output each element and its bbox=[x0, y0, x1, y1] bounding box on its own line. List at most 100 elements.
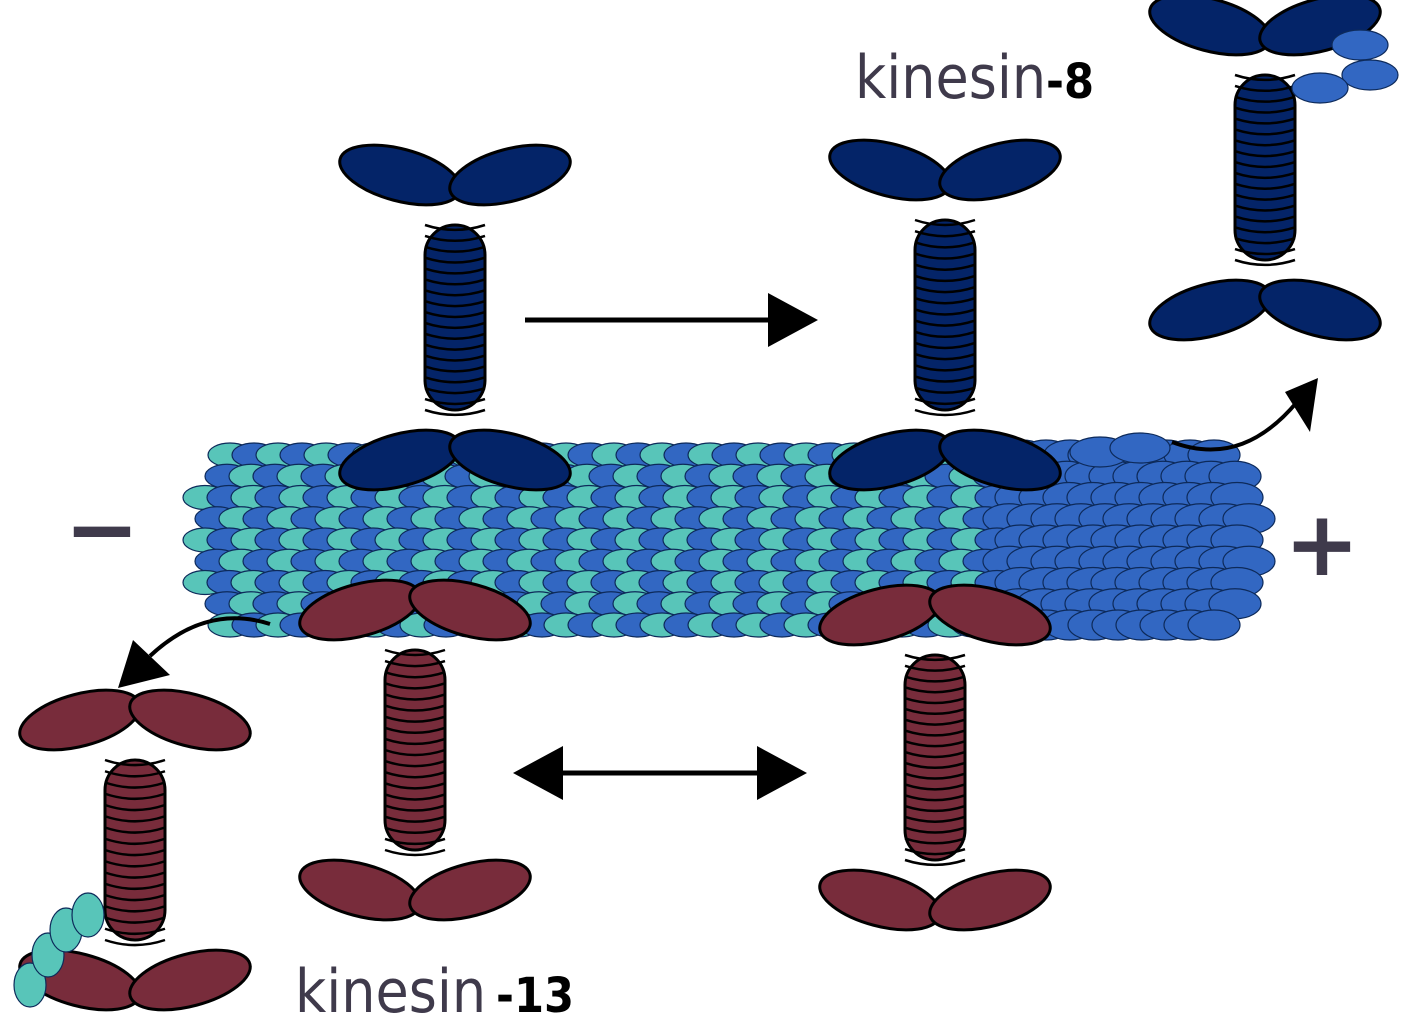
kinesin8-motor-a-coil-turn bbox=[424, 365, 486, 373]
kinesin8-motor-a-coil-turn bbox=[424, 408, 486, 417]
kinesin8-label-suffix: -8 bbox=[1046, 54, 1094, 110]
kinesin8-motor-b-coil-turn bbox=[914, 375, 976, 383]
kinesin8-motor-b-coil-turn bbox=[914, 364, 976, 372]
kinesin13-released-motor-coil-turn bbox=[104, 803, 166, 812]
kinesin8-released-motor bbox=[1148, 0, 1382, 342]
kinesin8-motor-b-coil-turn bbox=[914, 308, 976, 316]
kinesin13-released-motor-tail-right bbox=[128, 948, 252, 1012]
kinesin13-motor-a-coil-turn bbox=[384, 804, 446, 812]
kinesin8-released-motor-coil-turn bbox=[1234, 258, 1296, 267]
kinesin8-motor-b-coil-turn bbox=[914, 319, 976, 327]
kinesin8-motor-a bbox=[338, 143, 572, 492]
kinesin13-motor-a-coil-turn bbox=[384, 648, 446, 657]
kinesin13-motor-b-coil-turn bbox=[904, 794, 966, 802]
kinesin-motors bbox=[13, 0, 1399, 1012]
kinesin8-released-motor-coil-turn bbox=[1234, 215, 1296, 223]
kinesin13-label-suffix: -13 bbox=[496, 968, 574, 1024]
kinesin13-released-motor-coil-turn bbox=[104, 882, 166, 891]
kinesin8-released-motor-coil-turn bbox=[1234, 73, 1296, 82]
kinesin13-motor-a-tail-right bbox=[408, 858, 532, 922]
kinesin13-motor-b-coil-turn bbox=[904, 783, 966, 791]
kinesin13-motor-b-coil-turn bbox=[904, 686, 966, 694]
kinesin8-motor-b-coil-turn bbox=[914, 229, 976, 238]
kinesin13-motor-a-tail-left bbox=[298, 858, 422, 922]
kinesin13-released-motor-coil-turn bbox=[104, 770, 166, 778]
kinesin8-motor-b-coil-turn bbox=[914, 386, 976, 394]
kinesin8-released-motor-coil-turn bbox=[1234, 128, 1296, 136]
kinesin13-motor-a bbox=[298, 578, 532, 922]
kinesin8-released-motor-coil-turn bbox=[1234, 84, 1296, 93]
kinesin8-label: kinesin-8 bbox=[855, 43, 1094, 113]
kinesin13-label: kinesin-13 bbox=[295, 957, 574, 1027]
kinesin13-motor-b-coil-turn bbox=[904, 837, 966, 845]
kinesin8-motor-a-coil-turn bbox=[424, 354, 486, 362]
kinesin8-motor-a-coil-turn bbox=[424, 299, 486, 308]
kinesin8-motor-b-coil-turn bbox=[914, 218, 976, 227]
kinesin8-motor-a-head-right bbox=[448, 143, 572, 207]
kinesin13-motor-b-coil-turn bbox=[904, 653, 966, 662]
kinesin8-motor-a-coil-turn bbox=[424, 256, 486, 264]
kinesin13-motor-a-coil-turn bbox=[384, 759, 446, 768]
plus-end-release-arrow bbox=[1171, 378, 1318, 452]
kinesin13-released-motor-coil-turn bbox=[104, 758, 166, 767]
kinesin13-motor-b bbox=[818, 583, 1052, 932]
kinesin13-motor-a-coil-turn bbox=[384, 826, 446, 835]
kinesin8-motor-a-coil-turn bbox=[424, 397, 486, 406]
kinesin13-motor-a-coil-turn bbox=[384, 771, 446, 779]
kinesin13-motor-a-coil-turn bbox=[384, 682, 446, 690]
kinesin8-motor-b-head-left bbox=[828, 138, 952, 202]
kinesin13-motor-b-coil-turn bbox=[904, 848, 966, 856]
plus-end-label: + bbox=[1284, 492, 1359, 597]
kinesin8-motor-b-coil-turn bbox=[914, 285, 976, 294]
kinesin13-motor-a-coil-turn bbox=[384, 726, 446, 735]
kinesin13-label-name: kinesin bbox=[295, 957, 486, 1027]
kinesin13-released-motor-coil-turn bbox=[104, 871, 166, 879]
kinesin8-motor-a-coil-turn bbox=[424, 376, 486, 384]
kinesin13-motor-a-coil-turn bbox=[384, 671, 446, 679]
kinesin13-released-motor-coil-turn bbox=[104, 893, 166, 902]
kinesin8-motor-b-head-right bbox=[938, 138, 1062, 202]
kinesin13-motor-a-coil-turn bbox=[384, 782, 446, 790]
kinesin8-motor-b-coil-turn bbox=[914, 297, 976, 305]
kinesin13-released-motor-coil-turn bbox=[104, 916, 166, 924]
kinesin13-motor-a-coil-turn bbox=[384, 837, 446, 846]
carried-tubulin bbox=[71, 892, 105, 938]
kinesin13-diffusion-arrow bbox=[513, 746, 807, 800]
kinesin8-motor-a-coil-turn bbox=[424, 234, 486, 243]
kinesin8-released-motor-coil-turn bbox=[1234, 106, 1296, 114]
kinesin13-motor-b-coil-turn bbox=[904, 675, 966, 683]
kinesin8-released-motor-coil-turn bbox=[1234, 117, 1296, 125]
kinesin8-motor-b-coil-turn bbox=[914, 330, 976, 339]
kinesin8-motor-b-coil-turn bbox=[914, 408, 976, 417]
carried-tubulin bbox=[1331, 29, 1389, 61]
kinesin8-motor-b-coil-turn bbox=[914, 241, 976, 249]
kinesin13-released-motor-coil-turn bbox=[104, 792, 166, 801]
kinesin13-motor-b-tail-left bbox=[818, 868, 942, 932]
kinesin13-released-motor-coil-turn bbox=[104, 837, 166, 846]
kinesin8-motor-a-head-left bbox=[338, 143, 462, 207]
kinesin13-motor-b-coil-turn bbox=[904, 750, 966, 759]
kinesin8-released-motor-coil-turn bbox=[1234, 160, 1296, 169]
kinesin8-motor-b-coil-turn bbox=[914, 352, 976, 361]
kinesin13-released-motor-coil-turn bbox=[104, 826, 166, 834]
kinesin13-motor-b-coil-turn bbox=[904, 761, 966, 769]
tubulin-dimer bbox=[1109, 432, 1171, 464]
kinesin8-motor-a-coil-turn bbox=[424, 278, 486, 286]
kinesin8-motor-b-coil-turn bbox=[914, 341, 976, 350]
kinesin13-motor-b-coil-turn bbox=[904, 858, 966, 867]
kinesin8-released-motor-tail-left bbox=[1148, 278, 1272, 342]
kinesin8-released-motor-coil-turn bbox=[1234, 149, 1296, 158]
kinesin13-motor-b-coil-turn bbox=[904, 740, 966, 748]
kinesin13-motor-b-coil-turn bbox=[904, 729, 966, 737]
kinesin8-motor-b-tail-right bbox=[938, 428, 1062, 492]
carried-tubulin bbox=[1341, 59, 1399, 91]
kinesin13-released-motor-head-left bbox=[18, 688, 142, 752]
kinesin8-motor-b-coil-turn bbox=[914, 263, 976, 271]
kinesin13-motor-b-coil-turn bbox=[904, 815, 966, 823]
kinesin8-motor-a-coil-turn bbox=[424, 223, 486, 232]
carried-tubulin bbox=[13, 962, 47, 1008]
kinesin13-released-motor-head-right bbox=[128, 688, 252, 752]
kinesin13-motor-a-coil-turn bbox=[384, 659, 446, 668]
